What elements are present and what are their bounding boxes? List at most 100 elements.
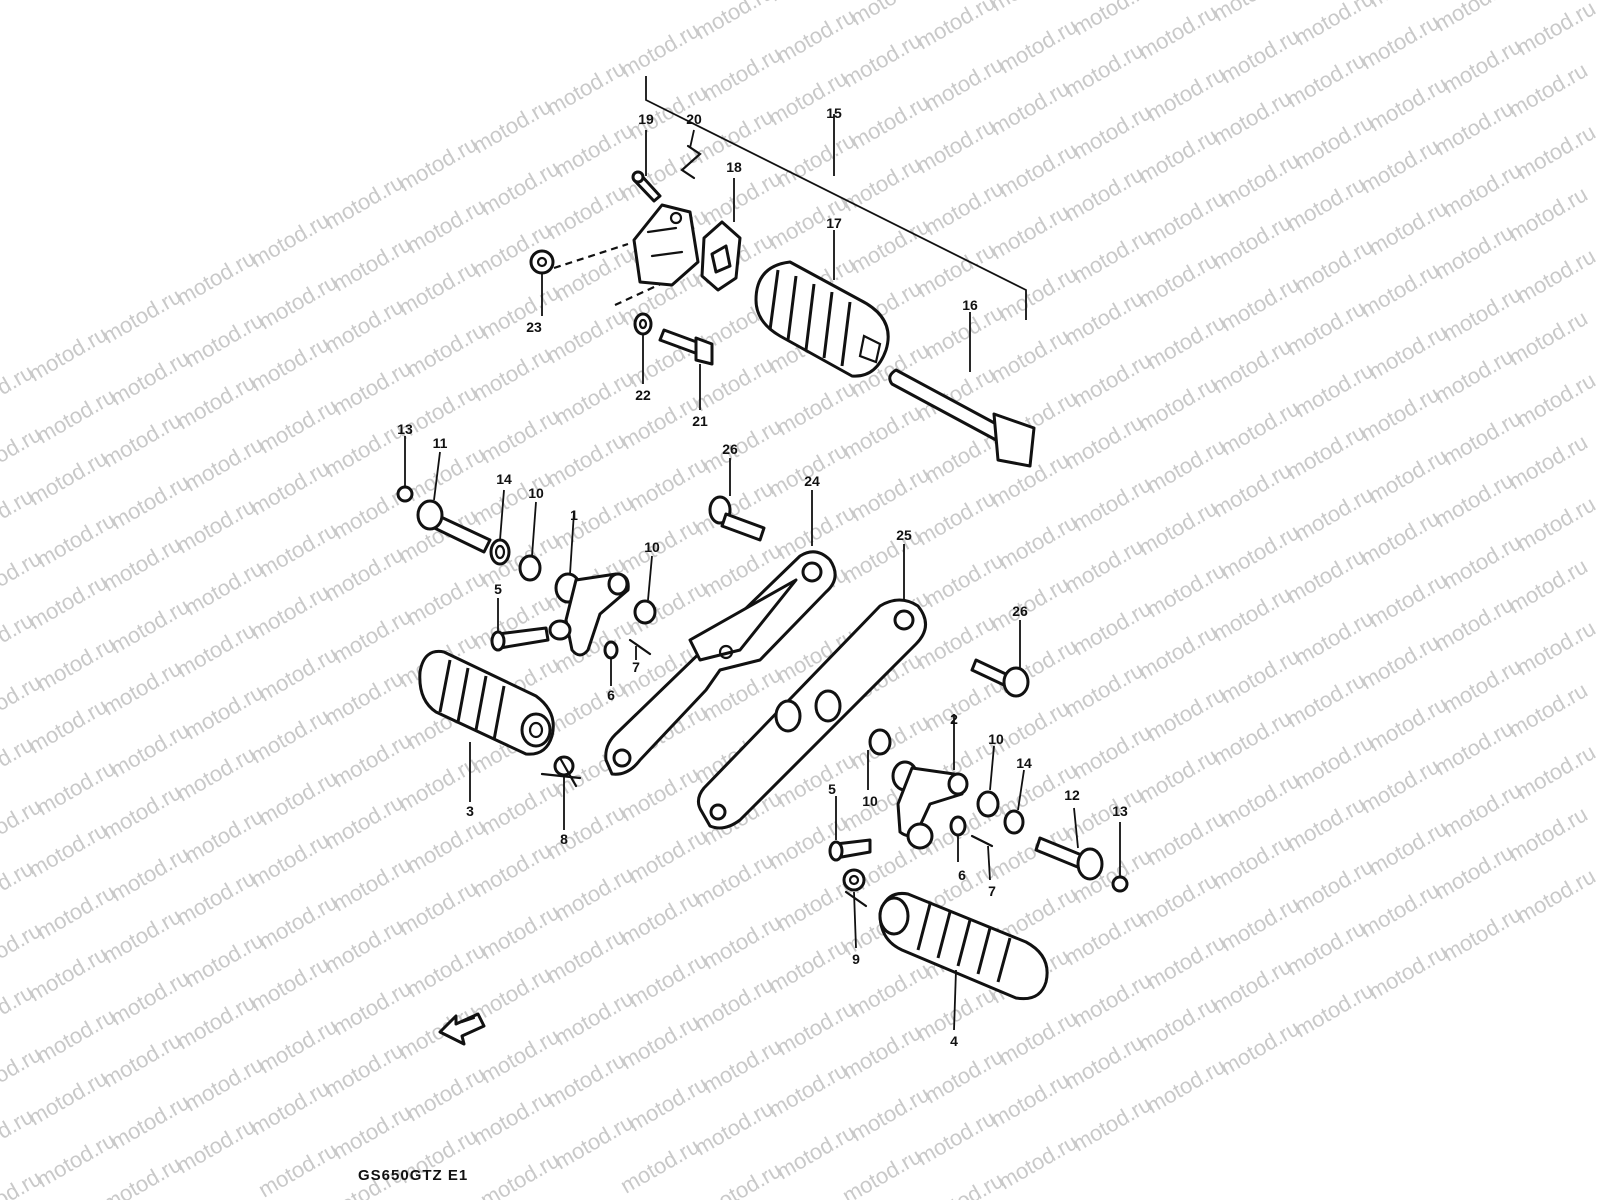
- watermark-text: motod.ru: [986, 1067, 1074, 1132]
- watermark-text: motod.ru: [1290, 977, 1378, 1042]
- part-17-rubber[interactable]: [754, 260, 890, 378]
- watermark-text: motod.ru: [468, 837, 556, 902]
- watermark-text: motod.ru: [1512, 243, 1600, 308]
- part-10-bushing-lower-right[interactable]: [976, 790, 1000, 818]
- part-12-bolt[interactable]: [1034, 836, 1104, 881]
- part-7-cotter-left[interactable]: [628, 638, 652, 656]
- callout-5-right: 5: [828, 781, 836, 797]
- part-20-spring[interactable]: [680, 144, 702, 180]
- watermark-text: motod.ru: [1282, 791, 1370, 856]
- watermark-text: motod.ru: [838, 399, 926, 464]
- part-14-washer-right[interactable]: [1003, 809, 1025, 835]
- watermark-text: motod.ru: [32, 879, 120, 944]
- part-8-spring[interactable]: [540, 755, 582, 788]
- part-18-plate[interactable]: [700, 220, 742, 292]
- footrest-hinge-bracket[interactable]: [632, 203, 700, 287]
- callout-6-left: 6: [607, 687, 615, 703]
- watermark-text: motod.ru: [1512, 863, 1600, 928]
- watermark-text: motod.ru: [1430, 839, 1518, 904]
- watermark-text: motod.ru: [180, 555, 268, 620]
- part-10-bushing-lower-left[interactable]: [868, 728, 892, 756]
- part-10-bushing-right[interactable]: [633, 599, 657, 625]
- watermark-text: motod.ru: [846, 89, 934, 154]
- watermark-text: motod.ru: [402, 813, 490, 878]
- part-2-bracket[interactable]: [891, 760, 969, 850]
- part-4-rubber[interactable]: [878, 891, 1049, 1001]
- watermark-text: motod.ru: [986, 695, 1074, 760]
- watermark-text: motod.ru: [1282, 171, 1370, 236]
- watermark-text: motod.ru: [1068, 0, 1156, 40]
- watermark-text: motod.ru: [1134, 247, 1222, 312]
- part-13-nut-left[interactable]: [396, 485, 414, 503]
- watermark-text: motod.ru: [1208, 705, 1296, 770]
- watermark-text: motod.ru: [1438, 157, 1526, 222]
- watermark-text: motod.ru: [550, 861, 638, 926]
- part-11-bolt[interactable]: [416, 499, 492, 554]
- part-1-bracket[interactable]: [548, 572, 630, 657]
- watermark-text: motod.ru: [986, 571, 1074, 636]
- watermark-text: motod.ru: [1438, 281, 1526, 346]
- watermark-text: motod.ru: [624, 947, 712, 1012]
- part-7-cotter-right[interactable]: [970, 834, 994, 848]
- part-26-bolt-top[interactable]: [708, 495, 766, 542]
- watermark-text: motod.ru: [1142, 185, 1230, 250]
- part-14-washer-left[interactable]: [489, 538, 511, 566]
- callout-22: 22: [635, 387, 651, 403]
- watermark-text: motod.ru: [550, 985, 638, 1050]
- part-9-spring[interactable]: [842, 868, 868, 908]
- watermark-text: motod.ru: [1438, 901, 1526, 966]
- part-10-bushing-left[interactable]: [518, 554, 542, 582]
- part-22-washer[interactable]: [633, 312, 653, 336]
- watermark-text: motod.ru: [1438, 529, 1526, 594]
- part-16-shaft[interactable]: [888, 368, 1036, 468]
- part-26-bolt-right[interactable]: [970, 658, 1030, 698]
- callout-23: 23: [526, 319, 542, 335]
- callout-26-top: 26: [722, 441, 738, 457]
- part-5-pin-left[interactable]: [490, 626, 550, 652]
- callout-5-left: 5: [494, 581, 502, 597]
- watermark-text: motod.ru: [616, 389, 704, 454]
- watermark-text: motod.ru: [698, 909, 786, 974]
- part-21-bolt[interactable]: [658, 328, 714, 366]
- watermark-text: motod.ru: [254, 517, 342, 582]
- watermark-text: motod.ru: [1216, 147, 1304, 212]
- watermark-text: motod.ru: [172, 493, 260, 558]
- part-24-footrest-plate[interactable]: [604, 550, 837, 776]
- callout-7-left: 7: [632, 659, 640, 675]
- part-6-washer-right[interactable]: [949, 815, 967, 837]
- watermark-text: motod.ru: [1142, 61, 1230, 126]
- watermark-text: motod.ru: [772, 1119, 860, 1184]
- watermark-text: motod.ru: [1142, 805, 1230, 870]
- part-5-pin-right[interactable]: [828, 838, 872, 862]
- watermark-text: motod.ru: [402, 1061, 490, 1126]
- callout-11: 11: [433, 435, 448, 451]
- watermark-text: motod.ru: [1216, 891, 1304, 956]
- watermark-text: motod.ru: [1356, 629, 1444, 694]
- watermark-text: motod.ru: [772, 995, 860, 1060]
- part-23-nut[interactable]: [529, 249, 555, 275]
- watermark-text: motod.ru: [838, 1143, 926, 1200]
- callout-18: 18: [726, 159, 742, 175]
- watermark-text: motod.ru: [1430, 95, 1518, 160]
- watermark-text: motod.ru: [550, 117, 638, 182]
- watermark-text: motod.ru: [1512, 491, 1600, 556]
- watermark-text: motod.ru: [920, 175, 1008, 240]
- watermark-text: motod.ru: [1142, 681, 1230, 746]
- part-3-rubber[interactable]: [418, 649, 555, 756]
- part-13-nut-right[interactable]: [1111, 875, 1129, 893]
- watermark-text: motod.ru: [106, 841, 194, 906]
- watermark-text: motod.ru: [690, 971, 778, 1036]
- part-6-washer-left[interactable]: [603, 640, 619, 660]
- watermark-text: motod.ru: [1504, 57, 1592, 122]
- watermark-text: motod.ru: [1356, 9, 1444, 74]
- watermark-text: motod.ru: [180, 927, 268, 992]
- watermark-text: motod.ru: [1068, 1091, 1156, 1156]
- watermark-text: motod.ru: [1430, 219, 1518, 284]
- watermark-text: motod.ru: [1134, 371, 1222, 436]
- watermark-text: motod.ru: [1364, 319, 1452, 384]
- part-25-footrest-plate[interactable]: [697, 598, 927, 830]
- watermark-text: motod.ru: [1208, 209, 1296, 274]
- part-19-pin[interactable]: [631, 170, 662, 203]
- watermark-text: motod.ru: [550, 1109, 638, 1174]
- watermark-text: motod.ru: [1068, 967, 1156, 1032]
